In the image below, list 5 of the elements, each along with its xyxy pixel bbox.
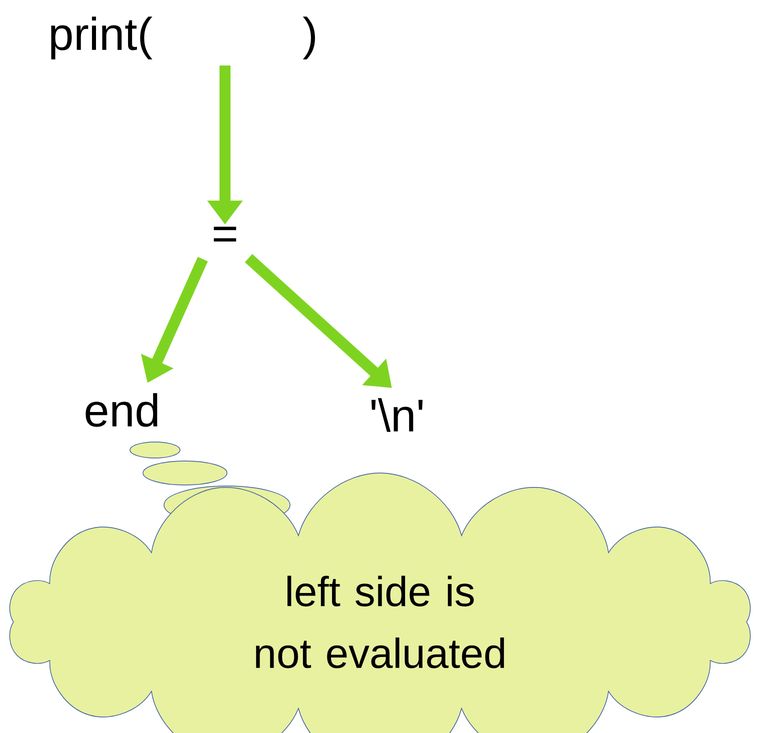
keyword-text: end bbox=[86, 393, 158, 427]
code-text: print( ) bbox=[51, 16, 315, 60]
equals-sign: = bbox=[214, 226, 236, 242]
string-literal: '\n' bbox=[371, 398, 423, 432]
thought-cloud: left side is not evaluated bbox=[9, 472, 751, 733]
